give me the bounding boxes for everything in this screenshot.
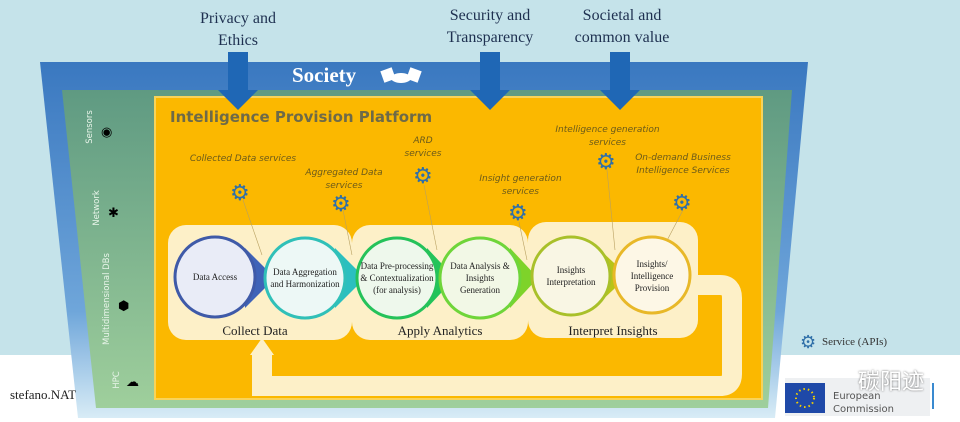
service-ard: ARD services [404,136,442,159]
gear-icon: ⚙ [230,180,250,205]
infra-network: Network [92,190,102,226]
gear-icon: ⚙ [331,191,351,216]
author-label: stefano.NAT [10,387,77,402]
label-line: Privacy and [200,10,276,27]
service-intelligence-generation: Intelligence generation services [555,125,660,148]
group-apply-analytics: Apply Analytics [397,323,483,338]
service-on-demand-bi: On-demand Business Intelligence Services [635,153,731,176]
group-interpret-insights: Interpret Insights [568,323,658,338]
logo-line: European [833,391,881,402]
database-icon: ⬢ [118,298,130,313]
service-insight-generation: Insight generation services [479,174,562,197]
node-data-aggregation: Data Aggregation and Harmonization [270,267,340,289]
legend-gear-icon: ⚙ [800,332,817,352]
group-collect-data: Collect Data [222,323,288,338]
label-societal-value: Societal and common value [552,5,692,49]
network-icon: ✱ [108,205,119,220]
service-aggregated-data: Aggregated Data services [305,168,383,191]
label-line: Societal and [582,7,662,24]
gear-icon: ⚙ [672,190,692,215]
hpc-cloud-icon: ☁ [126,374,139,389]
gear-icon: ⚙ [413,163,433,188]
label-line: common value [574,29,670,46]
node-insights-interpretation: Insights Interpretation [546,265,596,287]
legend-service-apis: Service (APIs) [822,336,888,348]
gear-icon: ⚙ [596,149,616,174]
node-data-access: Data Access [192,272,238,282]
node-data-analysis: Data Analysis & Insights Generation [450,261,510,295]
infra-multidimensional-dbs: Multidimensional DBs [102,253,112,345]
service-collected-data: Collected Data services [189,154,297,164]
node-data-preprocessing: Data Pre-processing & Contextualization … [360,261,434,295]
watermark: 碳阳迹 [858,369,925,394]
label-line: Transparency [446,29,534,46]
label-line: Security and [449,7,531,24]
node-intelligence-provision: Insights/ Intelligence Provision [630,259,674,293]
label-line: Ethics [218,32,258,49]
infra-hpc: HPC [112,371,122,389]
infra-sensors: Sensors [85,110,95,144]
down-arrows [218,52,640,110]
logo-line: Commission [833,404,895,415]
sensor-icon: ◉ [101,124,113,139]
gear-icon: ⚙ [508,200,528,225]
platform-title: Intelligence Provision Platform [170,108,433,126]
society-label: Society [292,63,357,87]
handshake-icon [380,67,422,83]
